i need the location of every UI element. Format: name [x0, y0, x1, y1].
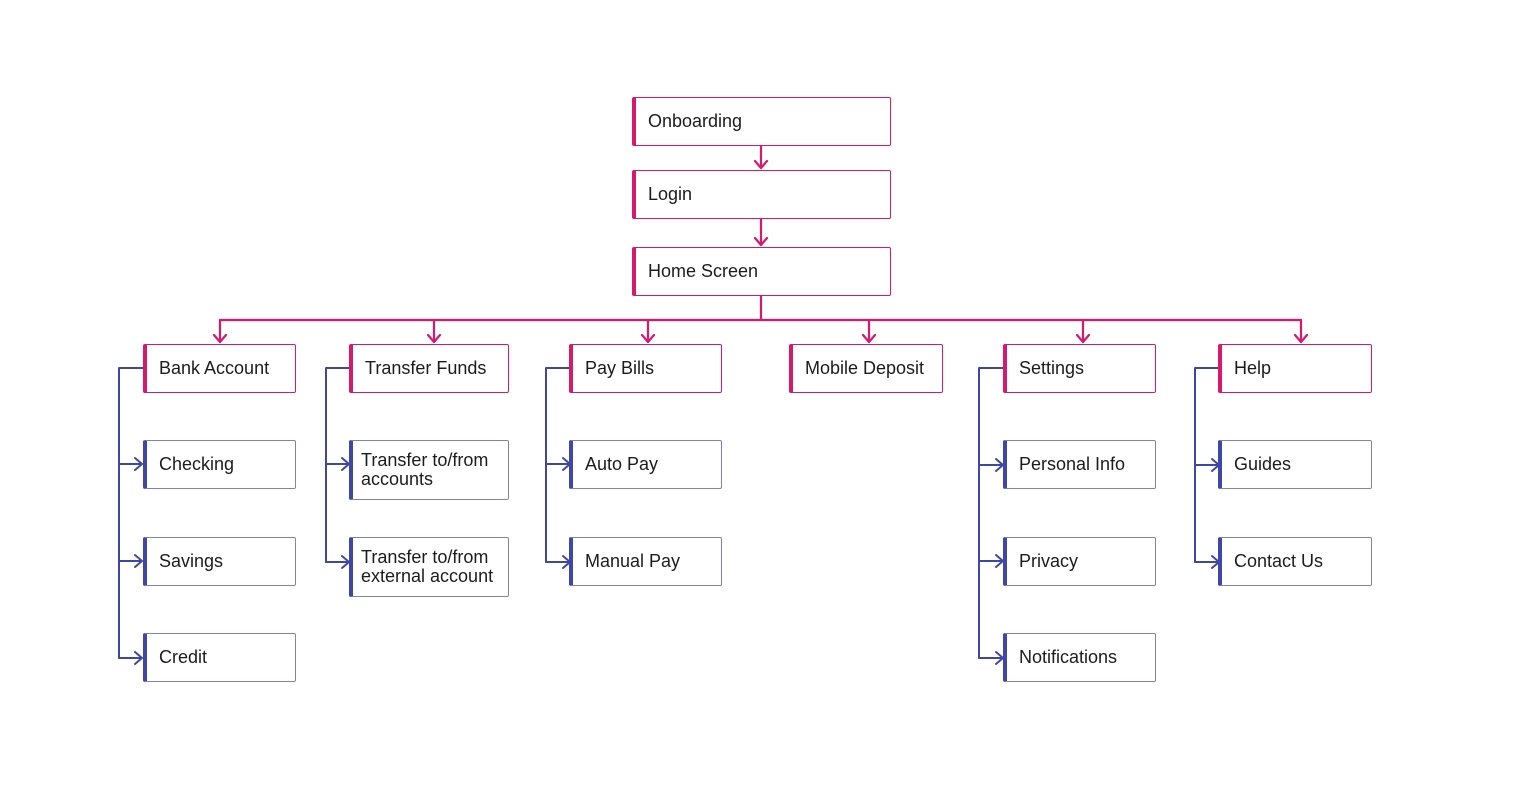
login-node: Login — [632, 170, 891, 219]
arrow-home-to-transfer-funds — [426, 318, 442, 344]
notifications-node: Notifications — [1003, 633, 1156, 682]
home-screen-node: Home Screen — [632, 247, 891, 296]
onboarding-node: Onboarding — [632, 97, 891, 146]
secondary-connectors — [118, 367, 1221, 665]
arrow-home-to-help — [1293, 318, 1309, 344]
arrow-to-notifications — [978, 651, 1004, 665]
mobile-deposit-node: Mobile Deposit — [789, 344, 943, 393]
arrow-to-guides — [1194, 458, 1220, 472]
arrow-to-privacy — [978, 554, 1004, 568]
arrow-to-auto-pay — [545, 457, 571, 471]
arrow-to-credit — [118, 651, 143, 665]
arrow-home-to-mobile-deposit — [861, 318, 877, 344]
arrow-home-to-settings — [1075, 318, 1091, 344]
transfer-funds-tree-line — [325, 367, 351, 563]
contact-us-node: Contact Us — [1218, 537, 1372, 586]
settings-node: Settings — [1003, 344, 1156, 393]
arrow-login-to-home — [753, 217, 769, 247]
arrow-to-checking — [118, 457, 143, 471]
help-tree-line — [1194, 367, 1221, 563]
credit-node: Credit — [143, 633, 296, 682]
auto-pay-node: Auto Pay — [569, 440, 722, 489]
bank-account-node: Bank Account — [143, 344, 296, 393]
arrow-to-contact-us — [1194, 555, 1220, 569]
help-node: Help — [1218, 344, 1372, 393]
pay-bills-tree-line — [545, 367, 572, 563]
settings-tree-line — [978, 367, 1005, 659]
bank-account-tree-line — [118, 367, 144, 659]
savings-node: Savings — [143, 537, 296, 586]
arrow-to-manual-pay — [545, 555, 571, 569]
arrow-to-savings — [118, 554, 143, 568]
arrow-to-transfer-accounts — [325, 457, 350, 471]
checking-node: Checking — [143, 440, 296, 489]
guides-node: Guides — [1218, 440, 1372, 489]
arrow-onboarding-to-login — [753, 144, 769, 170]
manual-pay-node: Manual Pay — [569, 537, 722, 586]
transfer-funds-node: Transfer Funds — [349, 344, 509, 393]
transfer-accounts-node: Transfer to/from accounts — [349, 440, 509, 500]
arrow-home-to-pay-bills — [640, 318, 656, 344]
transfer-external-node: Transfer to/from external account — [349, 537, 509, 597]
personal-info-node: Personal Info — [1003, 440, 1156, 489]
arrow-home-to-bank-account — [212, 318, 228, 344]
arrow-to-personal-info — [978, 458, 1004, 472]
pay-bills-node: Pay Bills — [569, 344, 722, 393]
arrow-to-transfer-external — [325, 555, 350, 569]
privacy-node: Privacy — [1003, 537, 1156, 586]
